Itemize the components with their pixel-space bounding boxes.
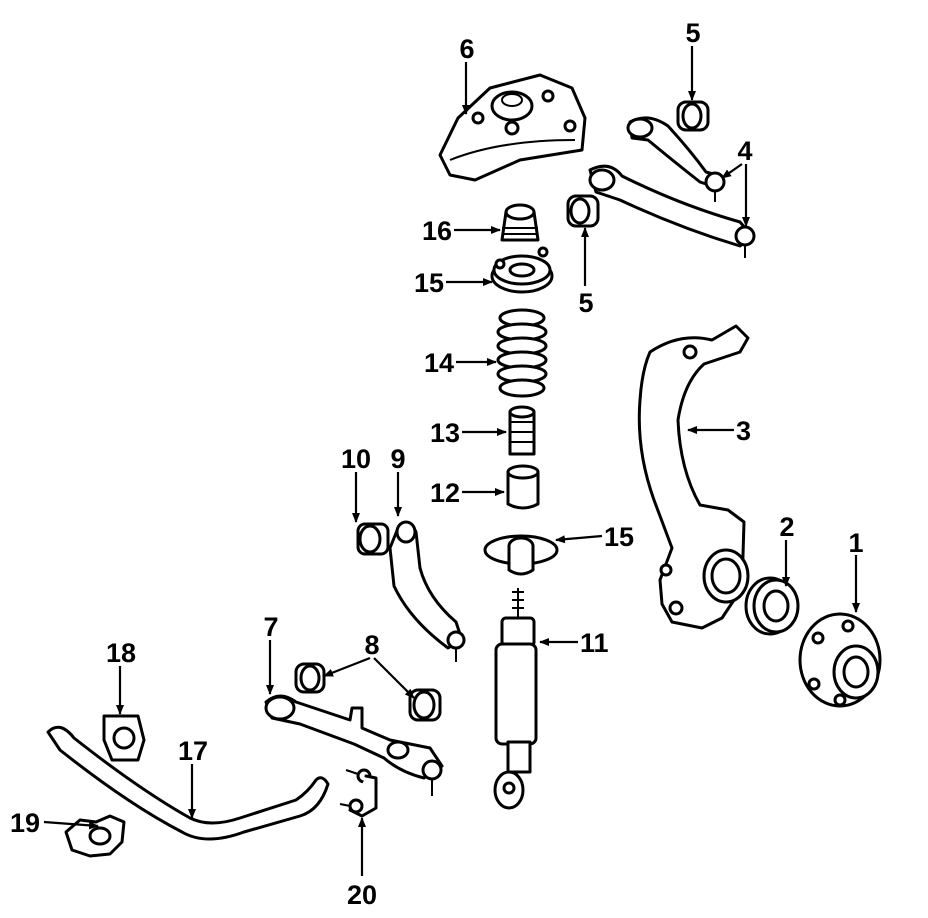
upper-bushing-top xyxy=(676,100,710,132)
upper-control-arm-front xyxy=(626,116,726,202)
upper-spring-seat xyxy=(490,246,554,294)
upper-bushing-bottom xyxy=(566,194,600,228)
stabilizer-link xyxy=(339,768,378,818)
callout-8: 8 xyxy=(364,630,379,660)
bump-stop-cap xyxy=(500,203,540,242)
wheel-bearing xyxy=(744,576,800,636)
callout-10: 10 xyxy=(341,444,371,474)
callout-7: 7 xyxy=(263,612,278,642)
callout-labels: 1 2 3 4 5 5 6 7 8 9 10 11 12 13 14 15 15… xyxy=(10,18,864,910)
dust-boot xyxy=(508,405,536,456)
wheel-hub xyxy=(798,612,882,708)
callout-5-bottom: 5 xyxy=(578,288,593,318)
callout-13: 13 xyxy=(430,418,460,448)
stabilizer-bushing xyxy=(102,714,146,762)
coil-spring xyxy=(496,308,548,398)
callout-5-top: 5 xyxy=(685,18,700,48)
steering-knuckle xyxy=(637,324,750,630)
lower-control-arm-link xyxy=(388,520,466,662)
callout-6: 6 xyxy=(459,34,474,64)
callout-20: 20 xyxy=(347,880,377,910)
control-arm-bushing-left xyxy=(294,662,326,694)
callout-18: 18 xyxy=(106,638,136,668)
callout-15-top: 15 xyxy=(414,268,444,298)
callout-2: 2 xyxy=(779,512,794,542)
callout-3: 3 xyxy=(736,416,751,446)
shock-absorber xyxy=(493,588,538,810)
lower-arm-bushing xyxy=(356,522,390,556)
callout-12: 12 xyxy=(430,478,460,508)
control-arm-bushing-right xyxy=(408,688,442,722)
callout-14: 14 xyxy=(424,348,454,378)
bump-stop xyxy=(506,464,540,510)
callout-4: 4 xyxy=(737,136,752,166)
callout-17: 17 xyxy=(178,736,208,766)
lower-control-arm xyxy=(264,694,444,796)
callout-11: 11 xyxy=(580,628,609,658)
upper-strut-mount xyxy=(438,73,587,182)
callout-16: 16 xyxy=(422,216,452,246)
callout-15-bottom: 15 xyxy=(604,522,634,552)
stabilizer-bar xyxy=(46,725,330,841)
upper-control-arm-rear xyxy=(588,164,756,258)
callout-9: 9 xyxy=(390,444,405,474)
lower-spring-seat xyxy=(483,534,559,576)
callout-1: 1 xyxy=(848,528,863,558)
stabilizer-clamp xyxy=(64,814,126,858)
leader-lines xyxy=(43,46,860,876)
callout-19: 19 xyxy=(10,808,40,838)
